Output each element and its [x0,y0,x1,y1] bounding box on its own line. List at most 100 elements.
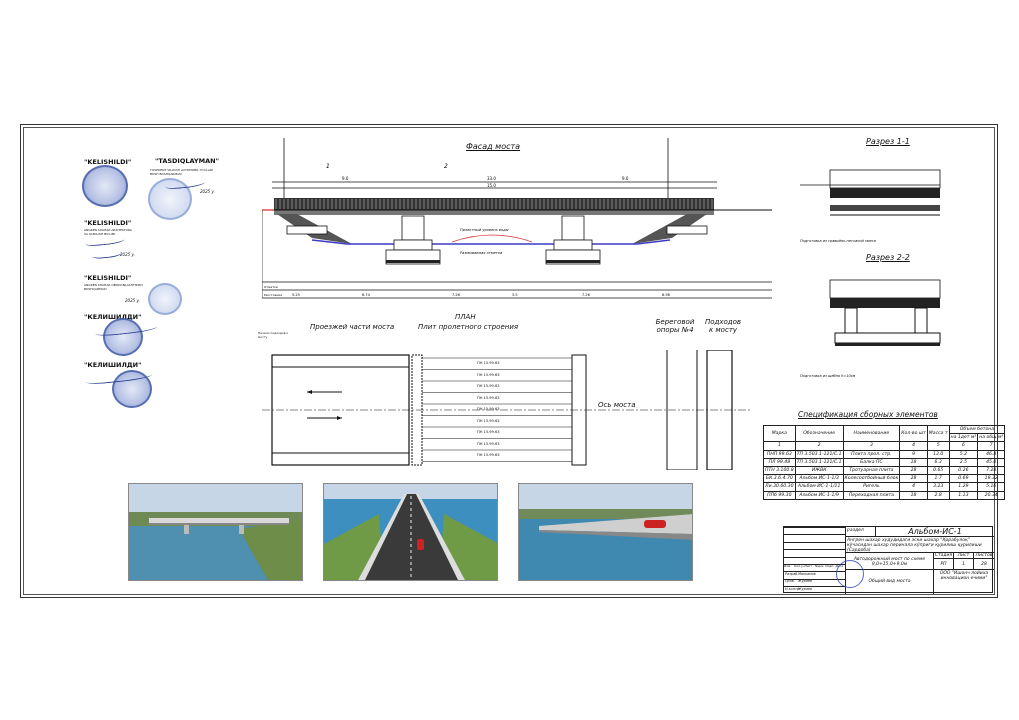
grid-line [784,586,846,588]
slab-label: ПН 15.99.63 [477,407,500,411]
section-2-drawing: Подготовка из щебня h=10см [800,279,941,378]
col-header: Обозначение [794,424,844,443]
grid-line [784,578,846,580]
plan-left-label: Проезжей части моста [310,323,395,331]
table-cell: 5.2 [948,449,979,459]
distance: 5.25 [292,293,300,297]
razdel-label: раздел [846,527,876,537]
grid-line [784,549,846,551]
stamp-heading: "KELISHILDI" [84,158,132,166]
col-label: Подп. [825,564,835,568]
col-number: 4 [899,441,928,451]
row-label: Отметки [264,285,278,289]
project-name: Ангрен шахар худудидаги эски шахар "Қора… [846,537,994,553]
role-label: Н.контр. [785,586,801,591]
stamp-heading: "КЕЛИШИЛДИ" [84,313,142,321]
grid-line [784,564,846,565]
plan-note: Начало подходов к мосту [258,331,289,339]
col-header: Кол-во шт [899,424,928,443]
drawing-border [23,127,995,595]
album-code: Альбом-ИС-1 [876,527,994,537]
stamp-heading: "КЕЛИШИЛДИ" [84,361,142,369]
bed-label: Размываемая отметка [460,251,502,255]
slab-label: ПН 15.99.63 [477,430,500,434]
stamp-heading: "TASDIQLAYMAN" [155,157,219,165]
role-label: Пров. [785,579,795,584]
stamp-text: TOSHKENT VILOYATI AVTOMOBIL YO'LLARI BOS… [150,168,213,176]
section-note: Подготовка из гравийно-песчаной смеси [800,239,877,243]
person-name: Жураев [798,579,812,584]
table-cell: Ли.30.60.30 [763,482,796,492]
seal [103,318,143,356]
stamp-heading: "KELISHILDI" [84,274,132,282]
distance: 7.26 [582,293,590,297]
col-header: на 1дет м³ [948,433,979,443]
span-dim: 9.0 [622,176,629,181]
seal [112,370,152,408]
col-label: Кол.уч [794,564,805,568]
distance: 7.26 [452,293,460,297]
table-cell: Альбом ИС-1-1/9 [794,490,844,500]
table-cell: 28 [899,465,928,476]
table-cell: 19.32 [977,474,1006,484]
distance: 6.74 [362,293,371,297]
table-cell: 0.69 [948,474,979,484]
render-photo-road-view [323,483,498,581]
seal [148,283,182,315]
stamp-date: 2025 y. [125,298,140,303]
plan-drawing [262,350,752,470]
table-cell: Альбом ИС-1-1/11 [794,482,844,492]
slab-label: ПН 15.99.63 [477,395,500,400]
col-header: Марка [763,424,796,443]
table-cell: 0.26 [948,465,979,476]
slab-label: ПН 15.99.63 [477,361,500,365]
section-note: Подготовка из щебня h=10см [800,374,856,378]
spec-title: Спецификация сборных элементов [798,410,938,419]
col-number: 3 [842,441,901,451]
slab-label: ПН 15.99.63 [477,441,500,446]
section-2-title: Разрез 2-2 [866,253,910,262]
organization: ООО "Ишонч лойиха инновацион ечими" [939,571,989,581]
table-cell: ПЛ 99.48 [763,457,796,467]
facade-title: Фасад моста [466,142,521,151]
object-name: Автодорожный мост по схеме 9,0+15,0+9,0м [846,553,934,570]
render-photo-perspective-view [518,483,693,581]
table-cell: Тротуарная плита [842,465,901,476]
table-cell: Плита прол. стр. [842,449,901,459]
table-cell: ПТН 3.100.8 [763,465,796,476]
person-name: Жураев [798,586,812,591]
sheets-header: Листов [974,553,994,559]
table-cell: 5.16 [977,482,1006,492]
table-cell: 1.29 [948,482,979,492]
grid-line [784,527,846,528]
table-cell: 2.5 [948,457,979,467]
col-number: 6 [948,441,979,451]
col-number: 2 [794,441,844,451]
section-1-drawing: Подготовка из гравийно-песчаной смеси [800,169,941,243]
col-label: Изм. [784,564,792,568]
render-photo-side-view [128,483,303,581]
plan-approach-label: Подходов к мосту [704,318,742,334]
col-header: на общ м³ [977,433,1006,443]
table-cell: 13.0 [926,449,950,459]
grid-line [784,541,846,543]
table-cell: 46.8 [977,449,1006,459]
slab-label: ПН 15.99.63 [477,372,500,377]
table-cell: Переходная плита [842,490,901,500]
facade-drawing: 1 2 9.0 33.0 15.0 9.0 Проектный уровень … [262,138,772,299]
col-header: Наименование [842,424,901,443]
section-1-title: Разрез 1-1 [866,137,910,146]
table-cell: 45.0 [977,457,1006,467]
table-cell: Ригель [842,482,901,492]
col-label: Лист [804,564,813,568]
distance: 3.5 [512,293,518,297]
riverbed [311,239,671,245]
distance: 6.98 [662,293,670,297]
section-mark: 2 [444,163,448,170]
sheet-name: Общий вид моста [846,570,934,594]
